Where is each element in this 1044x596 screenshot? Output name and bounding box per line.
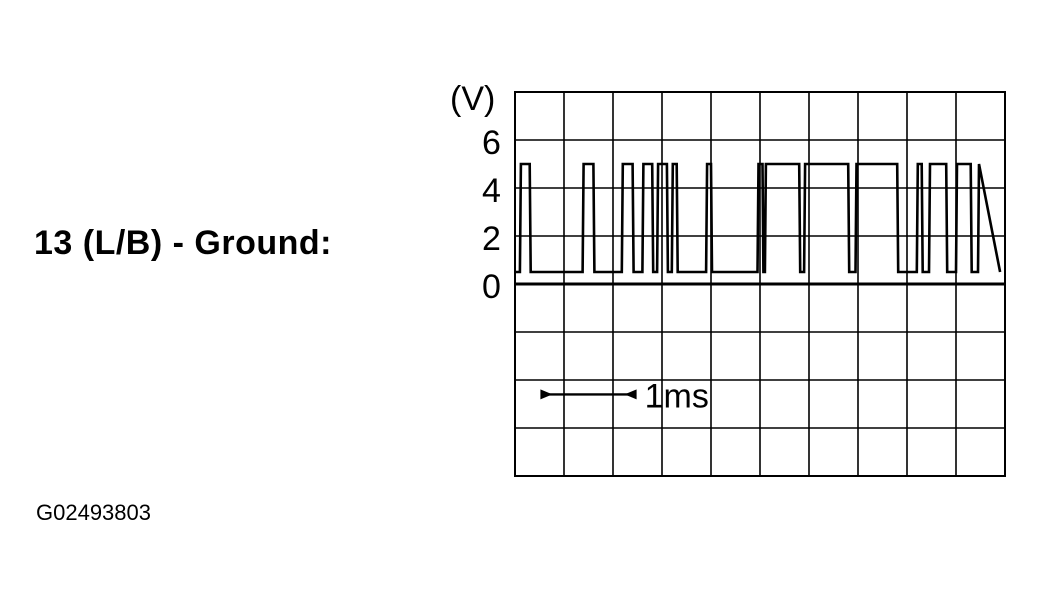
figure-id: G02493803 [36, 500, 151, 525]
y-tick-label: 6 [482, 124, 501, 162]
signal-trace-layer [515, 162, 1002, 274]
y-unit-label: (V) [450, 80, 495, 118]
measurement-label: 13 (L/B) - Ground: [34, 224, 332, 262]
y-tick-label: 0 [482, 268, 501, 306]
time-scale-label: 1ms [645, 377, 709, 415]
signal-trace [515, 162, 1002, 274]
oscilloscope-grid [514, 91, 1006, 477]
y-tick-label: 2 [482, 220, 501, 258]
time-scale-arrow-head-left [540, 389, 553, 400]
y-tick-label: 4 [482, 172, 501, 210]
axis-labels: (V) 6 4 2 0 1ms [450, 80, 709, 415]
time-scale-arrow-head-right [624, 389, 637, 400]
